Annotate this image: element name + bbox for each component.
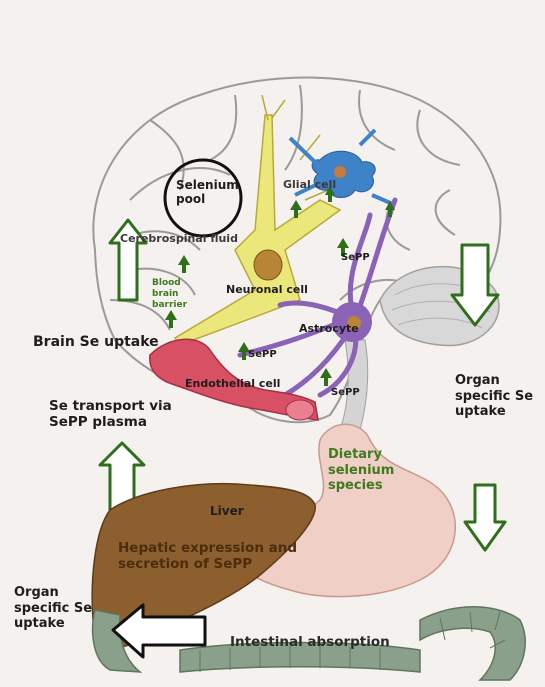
organ-specific-left-label: Organ specific Se uptake <box>14 585 92 632</box>
brain-se-uptake-label: Brain Se uptake <box>33 334 159 351</box>
sepp-middle-label: SePP <box>248 349 277 361</box>
cerebrospinal-fluid-label: Cerebrospinal fluid <box>120 232 238 245</box>
sepp-upper-label: SePP <box>341 252 370 264</box>
hepatic-expression-label: Hepatic expression and secretion of SePP <box>118 540 297 572</box>
glial-cell-label: Glial cell <box>283 178 336 191</box>
dietary-selenium-label: Dietary selenium species <box>328 447 394 494</box>
endothelial-cell-label: Endothelial cell <box>185 377 280 390</box>
organ-specific-right-label: Organ specific Se uptake <box>455 373 533 420</box>
se-transport-label: Se transport via SePP plasma <box>49 398 172 430</box>
sepp-lower-label: SePP <box>331 387 360 399</box>
neuron-nucleus <box>254 250 282 280</box>
intestinal-absorption-label: Intestinal absorption <box>230 634 390 650</box>
neuronal-cell-label: Neuronal cell <box>226 283 308 296</box>
astrocyte-label: Astrocyte <box>299 322 359 335</box>
blood-brain-barrier-label: Blood brain barrier <box>152 278 187 310</box>
liver-label: Liver <box>210 504 244 518</box>
selenium-pool-label: Selenium pool <box>176 178 239 207</box>
